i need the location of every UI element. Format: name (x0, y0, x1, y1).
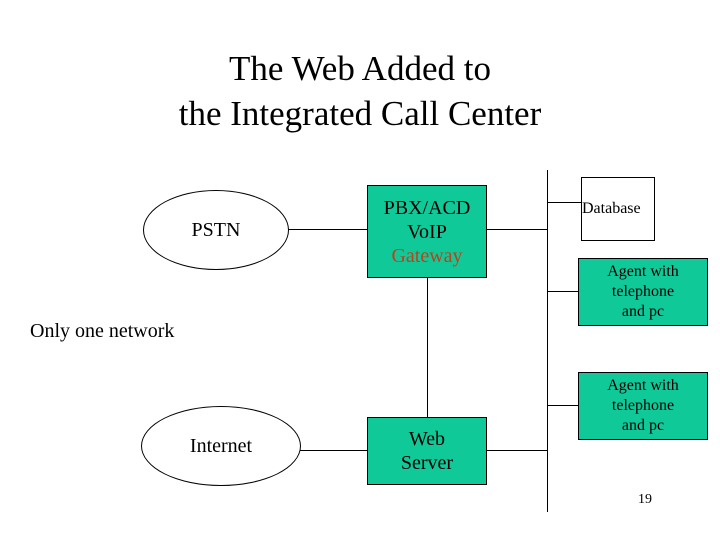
node-agent-2[interactable]: Agent with telephone and pc (578, 372, 708, 440)
page-number: 19 (638, 492, 652, 507)
connector-pbx-to-web-server (427, 277, 428, 418)
connector-pstn-to-pbx (288, 229, 368, 230)
node-web-server[interactable]: Web Server (367, 417, 487, 485)
node-pbx-label-line1: PBX/ACD (383, 196, 471, 219)
node-pbx-acd-voip-gateway[interactable]: PBX/ACD VoIP Gateway (367, 185, 487, 278)
node-database[interactable]: Database (581, 177, 655, 241)
connector-trunk-to-database (548, 202, 582, 203)
node-agent-2-label: Agent with telephone and pc (607, 377, 679, 434)
node-agent-1[interactable]: Agent with telephone and pc (578, 258, 708, 326)
node-database-label: Database (582, 200, 641, 217)
connector-trunk-to-agent-2 (548, 405, 579, 406)
connector-internet-to-web-server (300, 450, 368, 451)
connector-web-server-to-trunk (486, 450, 548, 451)
caption-only-one-network: Only one network (30, 320, 175, 342)
node-pbx-label-line2: VoIP (407, 220, 447, 243)
node-pbx-label-line3: Gateway (391, 244, 463, 267)
node-internet-label: Internet (189, 435, 253, 457)
node-internet[interactable]: Internet (141, 406, 301, 486)
node-agent-1-label: Agent with telephone and pc (607, 263, 679, 320)
connector-trunk-vertical (547, 170, 548, 512)
node-pstn-label: PSTN (191, 219, 241, 241)
node-pstn[interactable]: PSTN (143, 190, 289, 270)
connector-trunk-to-agent-1 (548, 291, 579, 292)
node-web-server-label: Web Server (400, 428, 454, 474)
connector-pbx-to-trunk (486, 229, 548, 230)
page-title: The Web Added to the Integrated Call Cen… (178, 49, 542, 133)
